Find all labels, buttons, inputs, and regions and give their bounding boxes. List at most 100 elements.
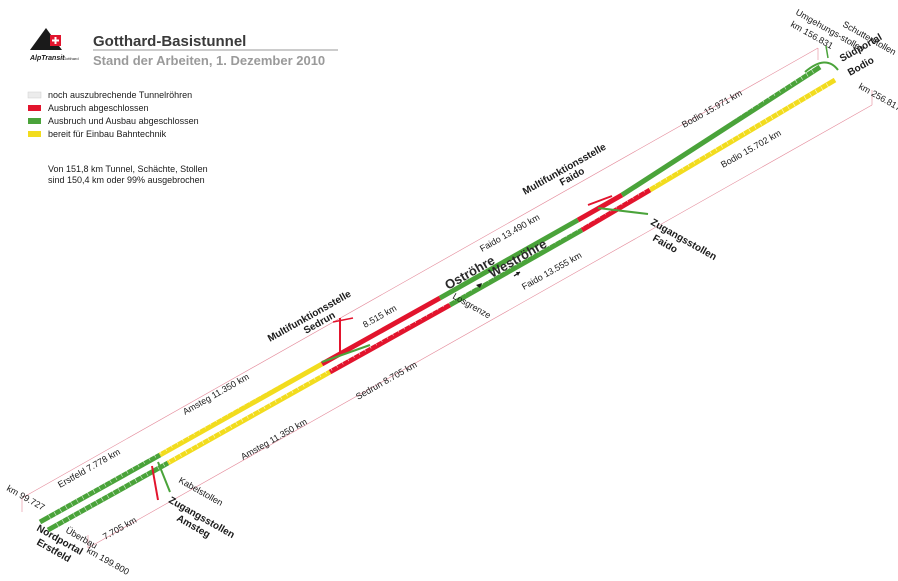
cross-passage-tick xyxy=(506,246,510,251)
cross-passage-tick xyxy=(224,411,228,416)
guide-lines xyxy=(21,47,873,549)
cross-passage-tick xyxy=(236,404,239,410)
cross-passage-tick xyxy=(169,443,173,448)
cross-passage-tick xyxy=(103,482,107,487)
cross-passage-tick xyxy=(167,458,171,464)
cross-passages xyxy=(48,69,829,527)
cross-passage-tick xyxy=(142,459,145,465)
cross-passage-tick xyxy=(335,363,338,368)
cross-passage-tick xyxy=(619,200,623,206)
cross-passage-tick xyxy=(212,433,216,438)
cross-passage-tick xyxy=(803,95,807,101)
cross-passage-tick xyxy=(302,366,306,371)
cross-passage-tick xyxy=(268,401,272,406)
arrow-west-icon xyxy=(476,283,482,288)
cross-passage-tick xyxy=(799,75,803,80)
cross-passage-tick xyxy=(241,401,245,406)
cross-passage-tick xyxy=(92,488,96,494)
cross-passage-tick xyxy=(385,334,389,340)
cross-passage-tick xyxy=(636,191,640,196)
cross-passage-tick xyxy=(573,207,577,213)
legend-label-excavated: Ausbruch abgeschlossen xyxy=(48,103,149,113)
cross-passage-tick xyxy=(424,312,428,317)
cross-passage-tick xyxy=(747,127,751,132)
cross-passage-tick xyxy=(136,462,140,468)
cross-passage-tick xyxy=(84,506,87,512)
cross-passage-tick xyxy=(284,392,288,397)
cross-passage-tick xyxy=(285,375,289,381)
cross-passage-tick xyxy=(512,243,516,248)
cross-passage-tick xyxy=(67,516,71,521)
cross-passage-tick xyxy=(291,372,295,377)
cross-passage-tick xyxy=(418,298,422,303)
cross-passage-tick xyxy=(368,327,372,332)
cross-passage-tick xyxy=(178,452,182,457)
cross-passage-tick xyxy=(669,172,673,177)
cross-passage-tick xyxy=(280,379,284,384)
cross-passage-tick xyxy=(279,395,283,400)
faido-mfs-link xyxy=(587,195,613,206)
cross-passage-tick xyxy=(119,472,123,477)
legend-label-lined: Ausbruch und Ausbau abgeschlossen xyxy=(48,116,199,126)
cross-passage-tick xyxy=(412,301,416,306)
cross-passage-tick xyxy=(457,293,461,298)
cross-passage-tick xyxy=(552,239,556,244)
cross-passage-tick xyxy=(130,466,134,471)
cross-passage-tick xyxy=(390,331,394,336)
cross-passage-tick xyxy=(750,104,754,109)
cross-passage-tick xyxy=(134,478,138,483)
cross-passage-tick xyxy=(491,274,495,279)
east-tube-faido-section xyxy=(438,217,580,301)
cross-passage-tick xyxy=(81,495,85,500)
cross-passage-tick xyxy=(234,420,238,426)
cross-passage-tick xyxy=(401,307,405,313)
cross-passage-tick xyxy=(600,191,604,197)
cross-passage-tick xyxy=(697,156,701,161)
east-tube-amsteg-section xyxy=(158,361,324,458)
cross-passage-tick xyxy=(201,439,205,445)
cross-passage-tick xyxy=(125,469,129,474)
segment-label-erstfeld-west: 7.705 km xyxy=(101,515,138,542)
cross-passage-tick xyxy=(208,420,212,426)
cross-passage-tick xyxy=(501,249,505,255)
cross-passage-tick xyxy=(418,315,422,320)
cross-passage-tick xyxy=(351,353,355,359)
cross-passage-tick xyxy=(435,306,439,311)
cross-passage-tick xyxy=(100,497,104,502)
cross-passage-tick xyxy=(164,446,168,452)
cross-passage-tick xyxy=(766,94,770,100)
cross-passage-tick xyxy=(341,343,345,348)
cross-passage-tick xyxy=(72,513,76,518)
cross-passage-tick xyxy=(346,357,350,362)
cross-passage-tick xyxy=(530,251,534,257)
cross-passage-tick xyxy=(761,98,765,103)
cross-passage-tick xyxy=(675,169,679,174)
cross-passage-tick xyxy=(240,417,244,422)
cross-passage-tick xyxy=(705,130,709,135)
cross-passage-tick xyxy=(273,398,277,403)
schutter-tunnel xyxy=(825,45,829,59)
cross-passage-tick xyxy=(794,78,798,84)
cross-passage-tick xyxy=(647,184,651,190)
east-tube-bodio-section xyxy=(620,64,822,198)
cross-passage-tick xyxy=(173,455,177,461)
cross-passage-tick xyxy=(446,299,450,304)
cross-passage-tick xyxy=(329,366,333,371)
cross-passage-tick xyxy=(584,201,588,206)
cross-passage-tick xyxy=(401,325,405,330)
legend-swatch-pending xyxy=(27,91,42,99)
segment-label-bodio-west: Bodio 15.702 km xyxy=(719,128,783,170)
cross-passage-tick xyxy=(547,242,550,247)
cross-passage-tick xyxy=(217,430,221,435)
cross-passage-tick xyxy=(558,235,562,241)
cross-passage-tick xyxy=(474,283,478,289)
cross-passage-tick xyxy=(755,101,759,106)
cross-passage-tick xyxy=(139,474,143,480)
cross-passage-tick xyxy=(589,198,593,203)
amsteg-access-adit xyxy=(157,461,171,493)
cross-passage-tick xyxy=(158,450,162,455)
cross-passage-tick xyxy=(772,91,776,96)
cross-passage-tick xyxy=(323,369,327,375)
cross-passage-tick xyxy=(641,188,645,193)
